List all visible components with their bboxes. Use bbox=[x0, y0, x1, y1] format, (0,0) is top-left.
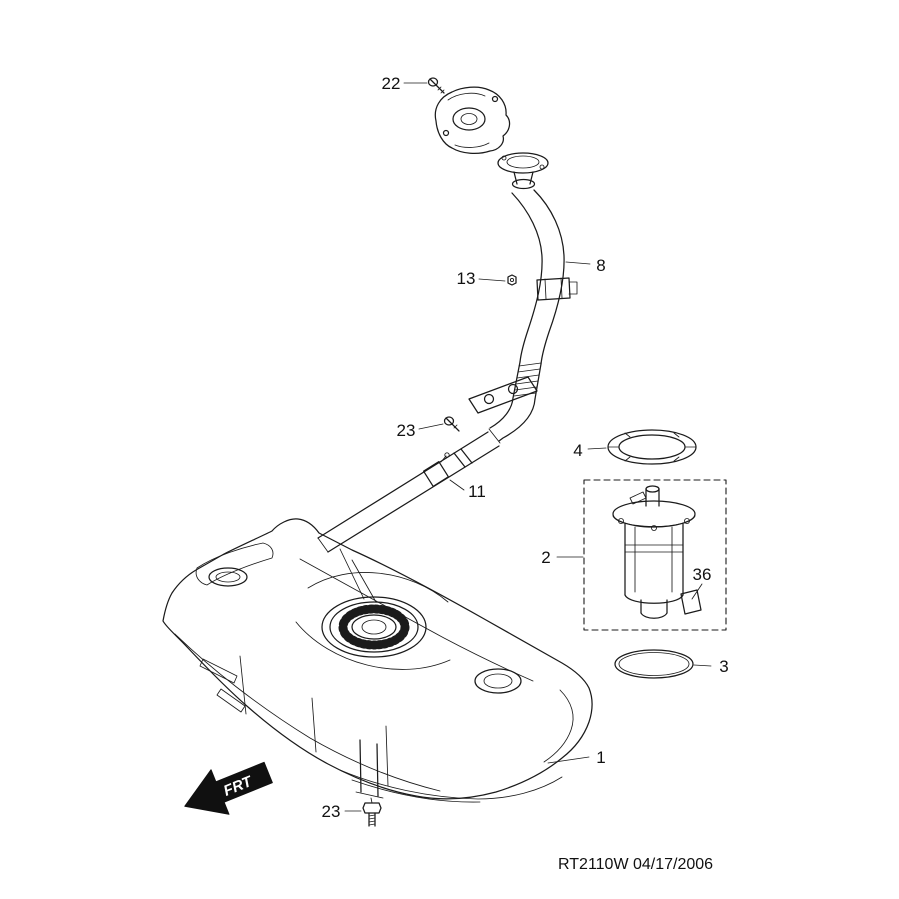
callout-23-lower: 23 bbox=[322, 802, 341, 821]
o-ring-seal bbox=[614, 649, 694, 679]
filler-hose bbox=[317, 431, 500, 553]
callout-36: 36 bbox=[693, 565, 712, 584]
leader-11 bbox=[449, 479, 465, 491]
hose-clamp-11-icon bbox=[422, 452, 450, 488]
footer-drawing-code: RT2110W 04/17/2006 bbox=[558, 856, 713, 873]
fuel-pump-module bbox=[583, 479, 727, 631]
pipe-clamp-13 bbox=[507, 274, 578, 301]
leader-4 bbox=[587, 447, 607, 450]
callout-11: 11 bbox=[468, 482, 486, 501]
leader-36 bbox=[691, 583, 703, 600]
heat-shield bbox=[434, 86, 511, 155]
bolt-23-lower-icon bbox=[362, 797, 382, 827]
leader-23-upper bbox=[418, 423, 444, 430]
callout-3: 3 bbox=[719, 657, 728, 676]
callout-22: 22 bbox=[382, 74, 401, 93]
callout-8: 8 bbox=[596, 256, 605, 275]
lock-ring bbox=[607, 429, 697, 465]
pump-module-boundary bbox=[583, 479, 727, 631]
leader-8 bbox=[565, 261, 591, 265]
callout-13: 13 bbox=[457, 269, 476, 288]
screw-23-upper-icon bbox=[443, 416, 460, 432]
callout-4: 4 bbox=[573, 441, 582, 460]
callout-23-upper: 23 bbox=[397, 421, 416, 440]
leader-lines bbox=[344, 82, 712, 812]
screw-22-icon bbox=[427, 77, 445, 94]
frt-arrow: FRT bbox=[184, 761, 273, 815]
nut-13-icon bbox=[507, 274, 517, 286]
callout-labels: 22 13 8 23 4 11 2 36 3 1 23 bbox=[322, 74, 729, 821]
leader-1 bbox=[547, 756, 590, 764]
pump-tag-36 bbox=[680, 589, 702, 615]
pipe-bracket bbox=[468, 376, 538, 414]
callout-1: 1 bbox=[596, 748, 605, 767]
leader-3 bbox=[693, 664, 712, 667]
leader-13 bbox=[478, 278, 506, 282]
filler-neck bbox=[497, 152, 549, 190]
fuel-tank bbox=[162, 518, 593, 803]
callout-2: 2 bbox=[541, 548, 550, 567]
